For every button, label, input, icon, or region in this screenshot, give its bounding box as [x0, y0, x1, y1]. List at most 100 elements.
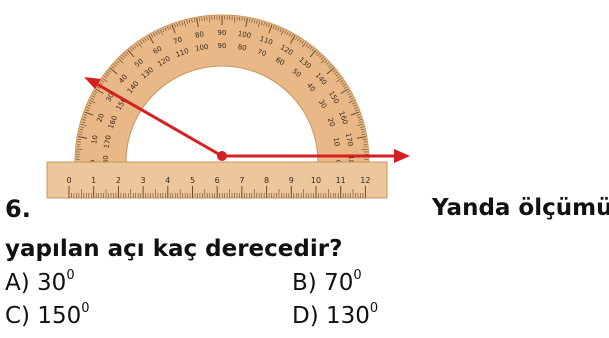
protractor-tick	[268, 23, 270, 28]
protractor-tick	[198, 17, 201, 22]
protractor-tick	[91, 95, 96, 98]
protractor-tick	[280, 29, 284, 36]
protractor-inner-scale-label: 50	[291, 67, 303, 79]
protractor-inner-scale-label: 100	[195, 43, 210, 53]
ruler-label: 2	[116, 176, 121, 185]
protractor-tick	[124, 53, 127, 57]
protractor-tick	[193, 18, 196, 23]
protractor-tick	[342, 84, 346, 87]
protractor-tick	[354, 109, 359, 112]
protractor-tick	[78, 133, 83, 136]
ruler-label: 12	[360, 176, 370, 185]
protractor-tick	[361, 133, 366, 136]
protractor-tick	[335, 73, 339, 77]
protractor-tick	[324, 60, 328, 64]
protractor-tick	[106, 71, 110, 75]
protractor-tick	[332, 69, 336, 73]
option-d[interactable]: D) 1300	[292, 301, 379, 329]
option-a-value: 30	[37, 270, 67, 296]
protractor-tick	[105, 73, 109, 77]
protractor-tick	[243, 17, 246, 22]
protractor-tick	[257, 20, 261, 27]
question-number: 6.	[5, 195, 31, 223]
angle-ray-left-arrowhead	[84, 77, 101, 89]
question-text-part1: Yanda ölçümü	[432, 195, 609, 221]
protractor-tick	[358, 119, 362, 121]
protractor-tick	[169, 25, 172, 30]
protractor-tick	[340, 88, 349, 94]
protractor-tick	[186, 20, 188, 24]
question-text-part2: yapılan açı kaç derecedir?	[5, 236, 343, 262]
protractor-tick	[92, 93, 97, 96]
protractor-tick	[286, 31, 289, 36]
protractor-tick	[302, 42, 306, 48]
protractor-tick	[131, 46, 135, 50]
option-a[interactable]: A) 300	[5, 268, 75, 296]
protractor-tick	[115, 62, 118, 66]
protractor-inner-scale-label: 60	[274, 56, 286, 67]
ruler-label: 0	[66, 176, 71, 185]
protractor-tick	[167, 26, 169, 30]
protractor-tick	[320, 58, 326, 64]
ruler-label: 11	[336, 176, 346, 185]
protractor-tick	[160, 29, 164, 36]
protractor-tick	[348, 95, 353, 98]
protractor-tick	[146, 36, 149, 41]
option-c-key: C)	[5, 303, 31, 329]
protractor-tick	[86, 107, 90, 109]
protractor-tick	[171, 24, 176, 34]
protractor-tick	[348, 100, 355, 104]
protractor-tick	[155, 31, 158, 36]
protractor-outer-scale-label: 70	[172, 35, 183, 46]
protractor-tick	[361, 131, 365, 133]
option-c[interactable]: C) 1500	[5, 301, 90, 329]
protractor-tick	[108, 69, 112, 73]
protractor-inner-scale-label: 30	[317, 98, 328, 110]
protractor-tick	[96, 86, 101, 89]
option-d-degree: 0	[369, 301, 379, 317]
protractor-tick	[360, 126, 364, 128]
option-b[interactable]: B) 700	[292, 268, 362, 296]
protractor-outer-scale-label: 50	[133, 57, 145, 69]
protractor-figure: 0102030405060708090100110120130140150160…	[46, 14, 410, 199]
protractor-outer-scale-label: 20	[95, 112, 106, 123]
option-a-key: A)	[5, 270, 30, 296]
protractor-outer-scale-label: 80	[195, 30, 205, 39]
ruler-label: 8	[264, 176, 269, 185]
protractor-tick	[111, 65, 115, 69]
ruler-label: 3	[141, 176, 146, 185]
ruler-ticks	[68, 186, 366, 198]
protractor-tick	[309, 46, 313, 50]
protractor-tick	[233, 16, 236, 23]
protractor-tick	[142, 39, 145, 43]
protractor-tick	[78, 136, 88, 139]
protractor-tick	[326, 62, 329, 66]
protractor-tick	[339, 80, 344, 83]
protractor-outer-scale-label: 170	[344, 132, 354, 147]
protractor-tick	[305, 43, 309, 47]
protractor-tick	[329, 65, 333, 69]
protractor-tick	[357, 123, 364, 127]
protractor-outer-scale-label: 10	[90, 135, 99, 145]
protractor-inner-scale-label: 20	[326, 117, 337, 128]
protractor-tick	[183, 20, 187, 27]
protractor-tick	[326, 67, 335, 75]
protractor-tick	[263, 22, 265, 26]
protractor-tick	[320, 56, 324, 60]
protractor-tick	[356, 136, 366, 139]
protractor-tick	[82, 119, 86, 121]
protractor-tick	[350, 111, 360, 116]
protractor-tick	[346, 90, 350, 94]
option-d-key: D)	[292, 303, 319, 329]
protractor-tick	[113, 64, 117, 67]
protractor-tick	[196, 18, 199, 28]
angle-ray-left	[94, 81, 223, 158]
protractor-tick	[251, 19, 253, 23]
protractor-tick	[84, 111, 94, 116]
protractor-tick	[164, 27, 167, 31]
protractor-tick	[290, 34, 294, 38]
protractor-tick	[347, 93, 352, 96]
protractor-tick	[174, 23, 176, 28]
protractor-tick	[362, 138, 367, 141]
